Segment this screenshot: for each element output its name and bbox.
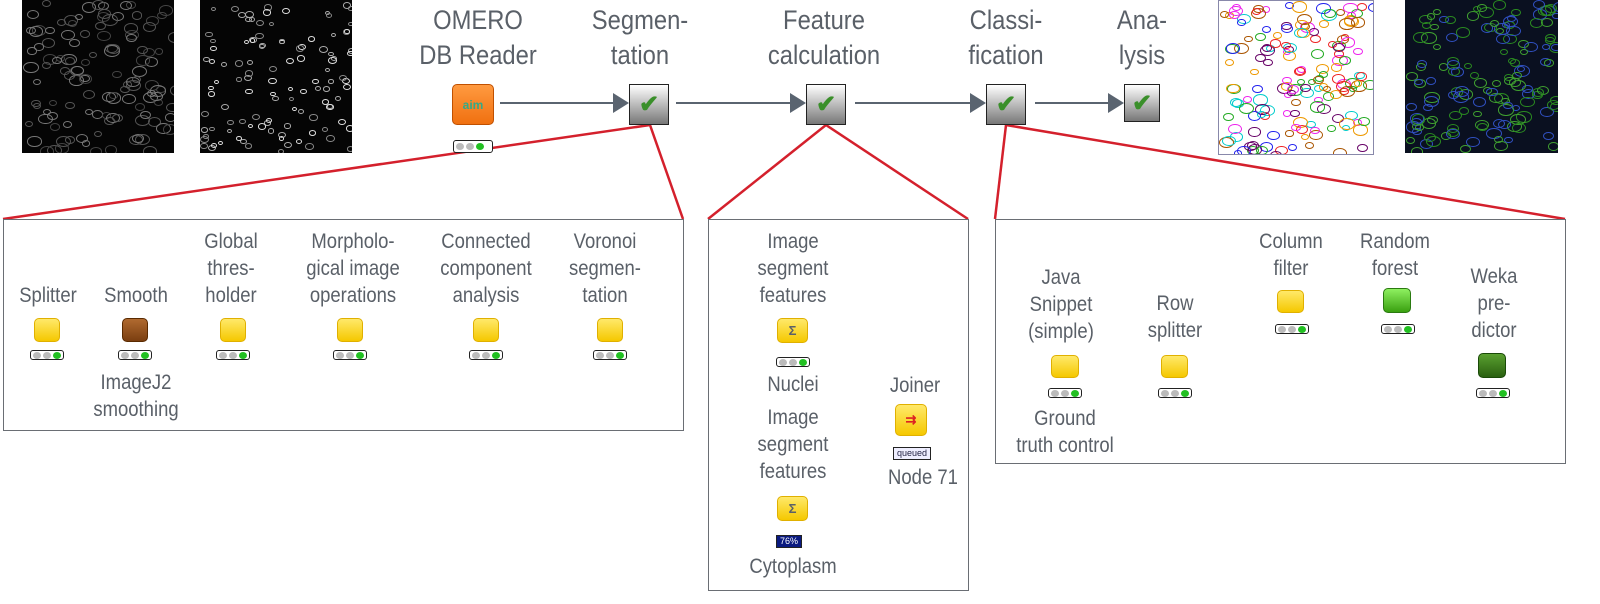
smooth-sublabel: ImageJ2 smoothing [93,371,179,421]
classification-metanode[interactable]: ✔ [986,84,1026,125]
row-splitter-label: Row splitter [1147,292,1203,342]
morph-status [333,350,367,360]
step-label-segmentation: Segmen- tation [591,5,689,70]
omero-reader-node[interactable]: aim [452,84,494,125]
row-splitter-node[interactable] [1161,355,1188,378]
zoom-line-feature-right [825,123,969,221]
analysis-metanode[interactable]: ✔ [1124,84,1160,122]
random-forest-status [1381,324,1415,334]
omero-status-light [453,140,493,153]
threshold-status [216,350,250,360]
weka-status [1476,388,1510,398]
column-filter-node[interactable] [1277,290,1304,313]
nuclei-sublabel: Nuclei [767,373,819,396]
check-icon: ✔ [1131,89,1153,117]
classification-panel [995,219,1566,464]
cyto-progress: 76% [776,535,803,548]
cyto-features-label: Image segment features [757,406,829,483]
thumbnail-segmentation-labels [1218,0,1374,155]
step-label-omero: OMERO DB Reader [419,5,537,70]
cca-label: Connected component analysis [440,230,532,307]
morph-node[interactable] [337,318,363,342]
random-forest-label: Random forest [1360,230,1430,280]
nuclei-status [776,357,810,367]
threshold-node[interactable] [220,318,246,342]
random-forest-node[interactable] [1383,288,1411,313]
smooth-status [118,350,152,360]
java-snippet-node[interactable] [1051,355,1079,378]
splitter-node[interactable] [34,318,60,342]
java-snippet-label: Java Snippet (simple) [1028,266,1094,343]
feature-metanode[interactable]: ✔ [806,84,846,125]
nuclei-features-label: Image segment features [757,230,829,307]
zoom-line-classification-right [1005,123,1566,221]
thumbnail-raw-cells [22,0,174,153]
join-arrows-icon: ⇉ [905,412,917,427]
step-label-classification: Classi- fication [968,5,1044,70]
cca-node[interactable] [473,318,499,342]
weka-node[interactable] [1478,353,1506,378]
java-sublabel: Ground truth control [1016,407,1114,457]
check-icon: ✔ [638,91,660,118]
step-label-feature: Feature calculation [767,5,881,70]
cca-status [469,350,503,360]
cyto-features-node[interactable]: Σ [777,496,808,521]
check-icon: ✔ [995,91,1017,118]
voronoi-node[interactable] [597,318,623,342]
thumbnail-nuclei [200,0,352,153]
nuclei-features-node[interactable]: Σ [777,318,808,343]
threshold-label: Global thres- holder [204,230,258,307]
joiner-label: Joiner [889,374,941,397]
java-status [1048,388,1082,398]
zoom-line-classification-left [993,124,1008,220]
joiner-sublabel: Node 71 [888,466,958,489]
zoom-line-segmentation-left [2,123,651,221]
joiner-status: queued [893,447,932,460]
row-splitter-status [1158,388,1192,398]
morph-label: Morpholo- gical image operations [306,230,400,307]
check-icon: ✔ [815,91,837,118]
voronoi-status [593,350,627,360]
column-filter-label: Column filter [1259,230,1323,280]
step-label-analysis: Ana- lysis [1116,5,1168,70]
sigma-icon: Σ [788,501,797,516]
splitter-status [30,350,64,360]
sigma-icon: Σ [788,323,797,338]
thumbnail-classification-overlay [1405,0,1558,153]
omero-icon: aim [462,97,484,112]
cyto-sublabel: Cytoplasm [749,555,837,578]
column-filter-status [1275,324,1309,334]
zoom-line-segmentation-right [648,124,685,220]
smooth-node[interactable] [122,318,148,342]
zoom-line-feature-left [707,124,827,220]
smooth-label: Smooth [104,284,168,307]
weka-label: Weka pre- dictor [1470,265,1518,342]
voronoi-label: Voronoi segmen- tation [569,230,641,307]
joiner-node[interactable]: ⇉ [895,404,927,436]
segmentation-metanode[interactable]: ✔ [629,84,669,125]
splitter-label: Splitter [19,284,77,307]
